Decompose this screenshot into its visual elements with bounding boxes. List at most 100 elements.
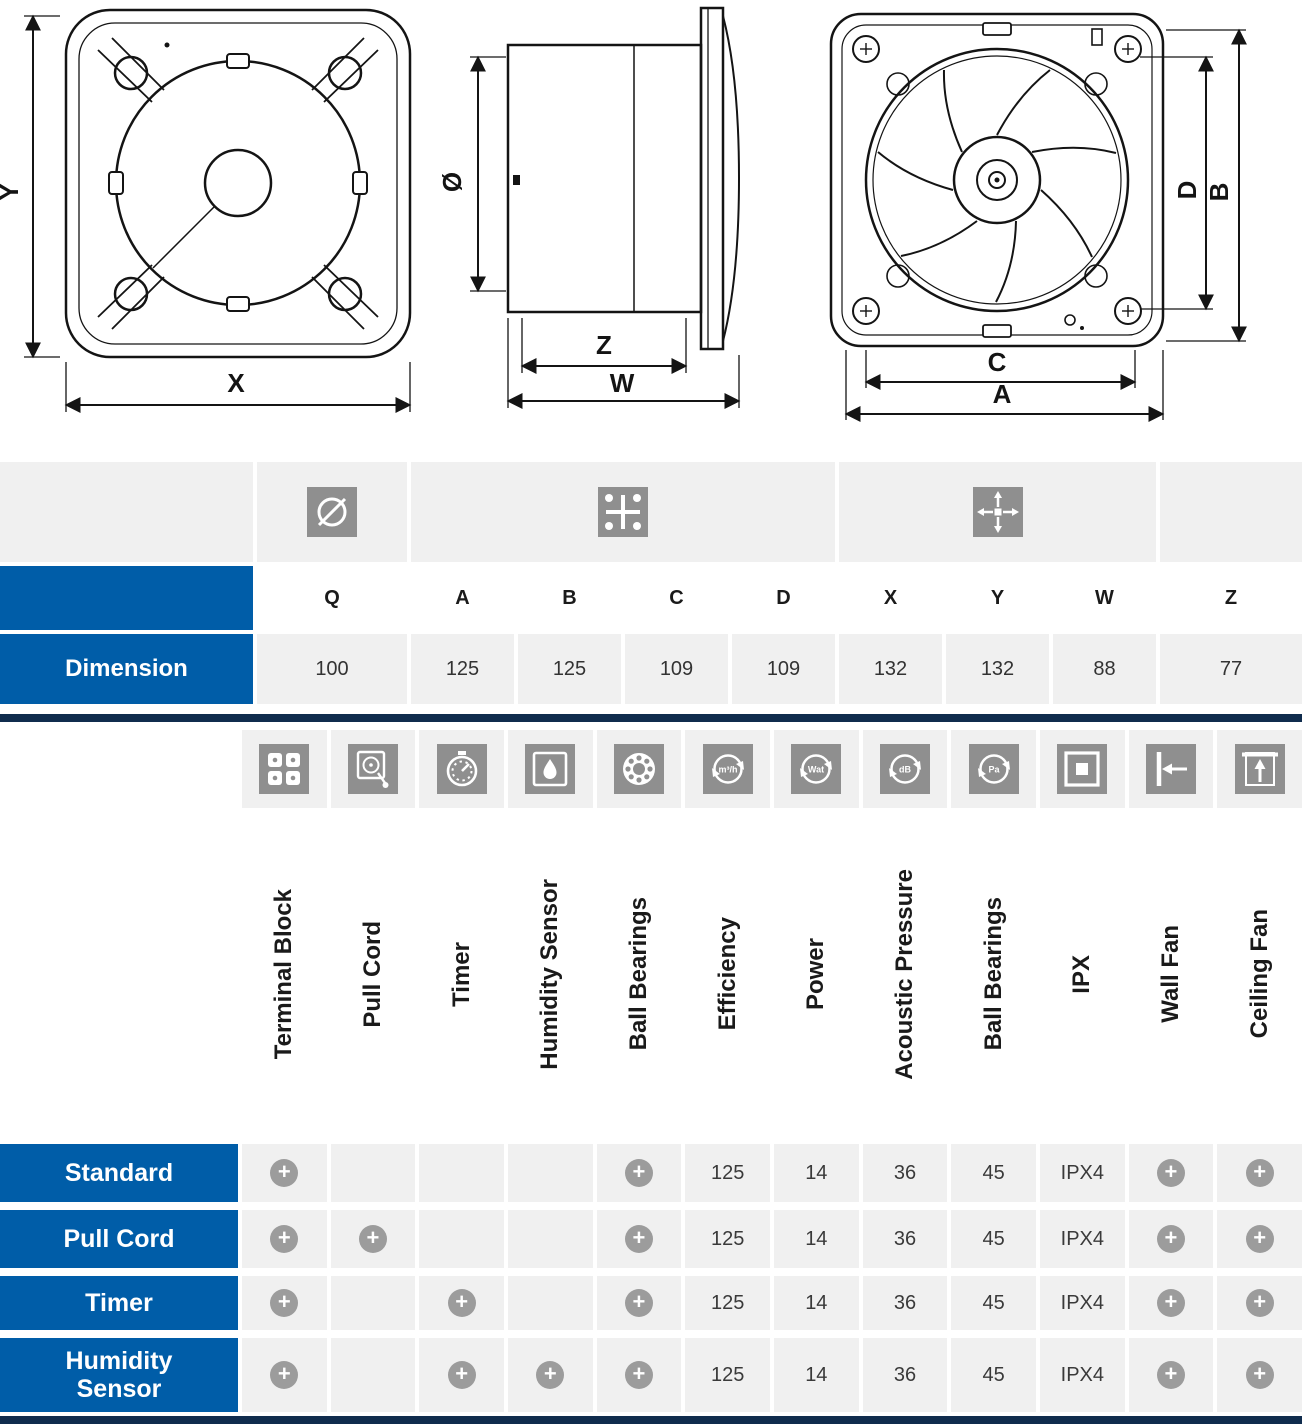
ipx-icon-glyph [1057, 744, 1108, 794]
power-icon-glyph: Wat [791, 744, 842, 794]
column-header-label: Efficiency [713, 917, 741, 1031]
column-header-label: Humidity Sensor [536, 878, 564, 1070]
dim-column-header-d: D [732, 566, 835, 630]
feature-cell: + [242, 1144, 327, 1202]
row-label: Pull Cord [0, 1210, 238, 1268]
feature-cell: IPX4 [1039, 1144, 1125, 1202]
feature-cell: IPX4 [1039, 1210, 1125, 1268]
column-header-ipx: IPX [1039, 812, 1125, 1136]
ceiling-fan-icon [1217, 730, 1302, 808]
feature-cell: + [242, 1276, 327, 1330]
external-dimensions-icon-glyph [972, 487, 1023, 537]
feature-cell [507, 1210, 593, 1268]
dim-value-b: 125 [518, 634, 621, 704]
dim-value-a: 125 [411, 634, 514, 704]
feature-cell [507, 1276, 593, 1330]
terminal-block-icon [242, 730, 327, 808]
empty-cell [0, 812, 238, 1136]
dim-value-d: 109 [732, 634, 835, 704]
wall-fan-icon [1128, 730, 1214, 808]
plus-icon: + [536, 1361, 565, 1389]
feature-cell [419, 1144, 504, 1202]
plus-icon: + [270, 1159, 299, 1187]
efficiency-icon-glyph: m³/h [702, 744, 753, 794]
pressure-icon-glyph: Pa [968, 744, 1019, 794]
dim-value-z: 77 [1160, 634, 1302, 704]
column-header-pressure: Ball Bearings [951, 812, 1036, 1136]
plus-icon: + [1245, 1289, 1274, 1317]
feature-cell: + [596, 1144, 682, 1202]
dim-header-label-cell [0, 566, 253, 630]
dim-label-x: X [227, 368, 245, 398]
plus-icon: + [1156, 1225, 1185, 1253]
dimensions-table: Q A B C D X Y W Z Dimension 100 125 125 … [0, 462, 1302, 704]
dimension-row-label: Dimension [0, 634, 253, 704]
feature-cell: 36 [862, 1338, 948, 1412]
power-icon: Wat [773, 730, 859, 808]
dim-value-y: 132 [946, 634, 1049, 704]
dim-value-q: 100 [257, 634, 407, 704]
column-header-label: Pull Cord [358, 920, 386, 1028]
timer-icon-glyph [436, 744, 487, 794]
acoustic-pressure-icon: dB [862, 730, 948, 808]
feature-cell: 45 [951, 1210, 1036, 1268]
plus-icon: + [1156, 1361, 1185, 1389]
svg-text:Pa: Pa [988, 765, 1000, 775]
dim-column-header-c: C [625, 566, 728, 630]
ball-bearings-icon-glyph [613, 744, 664, 794]
diameter-icon [257, 462, 407, 562]
feature-cell: + [419, 1276, 504, 1330]
column-header-label: Terminal Block [270, 888, 298, 1060]
plus-icon: + [1245, 1159, 1274, 1187]
wall-fan-icon-glyph [1145, 744, 1196, 794]
column-header-label: Ball Bearings [624, 897, 652, 1051]
plus-icon: + [447, 1361, 476, 1389]
plus-icon: + [1156, 1289, 1185, 1317]
plus-icon: + [270, 1361, 299, 1389]
empty-cell [0, 730, 238, 808]
dim-column-header-w: W [1053, 566, 1156, 630]
feature-cell: 14 [773, 1338, 859, 1412]
dim-column-header-q: Q [257, 566, 407, 630]
plus-icon: + [624, 1361, 653, 1389]
dimensions-header-row: Q A B C D X Y W Z [0, 566, 1302, 630]
feature-cell: + [1128, 1338, 1214, 1412]
plus-icon: + [624, 1159, 653, 1187]
column-header-label: Ceiling Fan [1245, 909, 1273, 1039]
plus-icon: + [1156, 1159, 1185, 1187]
feature-cell: 36 [862, 1276, 948, 1330]
mounting-holes-icon-glyph [598, 487, 648, 537]
column-header-humidity-sensor: Humidity Sensor [507, 812, 593, 1136]
feature-cell: + [1217, 1276, 1302, 1330]
efficiency-icon: m³/h [685, 730, 770, 808]
feature-cell: 45 [951, 1276, 1036, 1330]
plus-icon: + [270, 1225, 299, 1253]
feature-cell [330, 1276, 416, 1330]
feature-cell: + [596, 1338, 682, 1412]
impeller-blades [877, 69, 1117, 303]
dim-column-header-x: X [839, 566, 942, 630]
feature-cell: 14 [773, 1144, 859, 1202]
column-header-power: Power [773, 812, 859, 1136]
dim-column-header-y: Y [946, 566, 1049, 630]
feature-cell: 45 [951, 1338, 1036, 1412]
column-header-ceiling-fan: Ceiling Fan [1217, 812, 1302, 1136]
column-header-ball-bearings: Ball Bearings [596, 812, 682, 1136]
plus-icon: + [1245, 1361, 1274, 1389]
empty-cell [0, 462, 253, 562]
column-header-label: Power [802, 937, 830, 1011]
feature-cell: + [596, 1276, 682, 1330]
humidity-sensor-icon-glyph [525, 744, 576, 794]
ceiling-fan-icon-glyph [1234, 744, 1285, 794]
feature-cell: 125 [685, 1210, 770, 1268]
column-header-label: IPX [1068, 954, 1096, 994]
feature-cell: + [419, 1338, 504, 1412]
feature-cell: + [242, 1338, 327, 1412]
feature-cell: IPX4 [1039, 1338, 1125, 1412]
dim-value-c: 109 [625, 634, 728, 704]
column-header-label: Wall Fan [1156, 925, 1184, 1023]
external-dimensions-icon [839, 462, 1156, 562]
